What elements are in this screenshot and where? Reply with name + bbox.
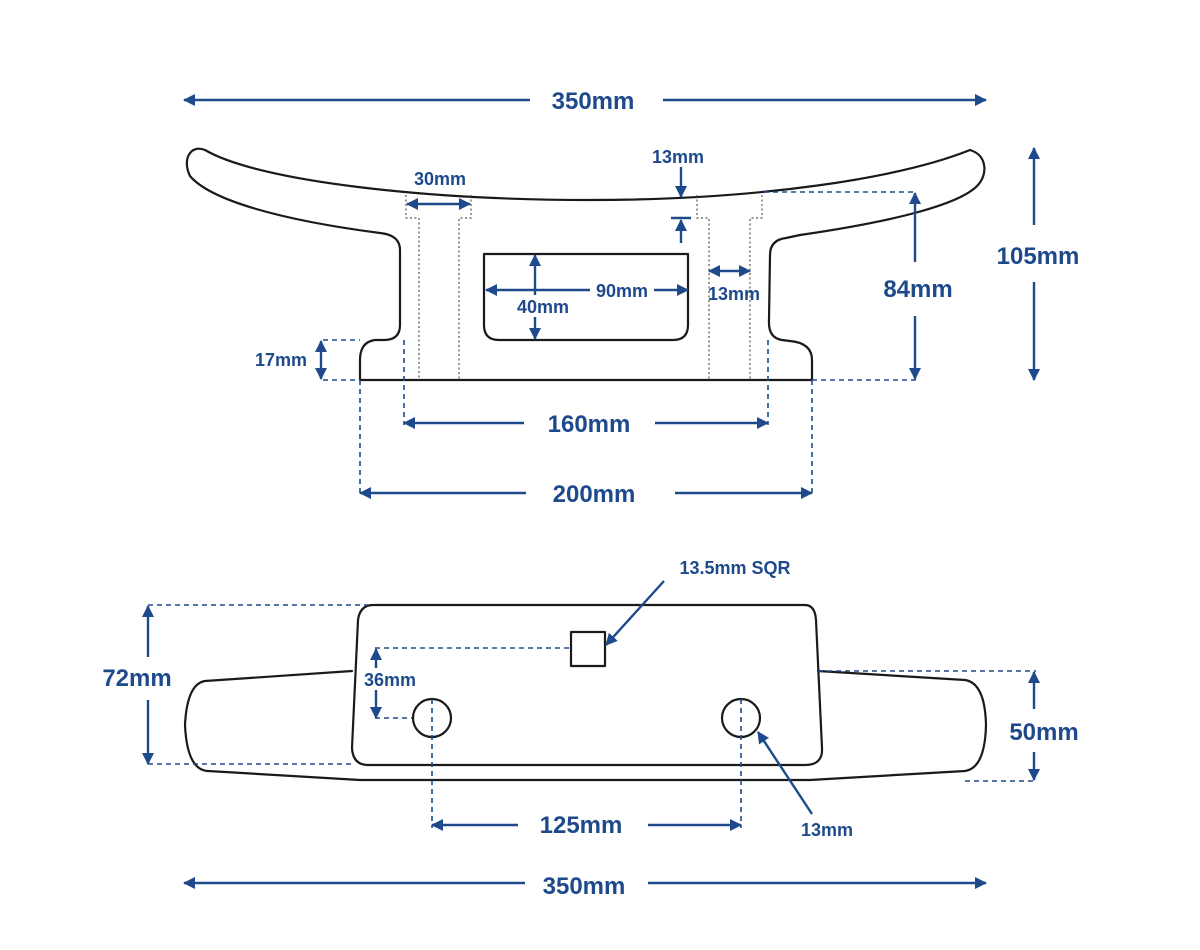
square-hole	[569, 630, 607, 668]
side-post-height-label: 84mm	[883, 276, 952, 303]
plan-hole-diameter-label: 13mm	[801, 820, 853, 840]
side-overall-length-label: 350mm	[552, 88, 635, 115]
side-post-spacing-label: 160mm	[548, 411, 631, 438]
side-view: 350mm 105mm 84mm 17mm 30mm 13mm 13mm 90m…	[183, 88, 1080, 508]
slot-outline	[482, 252, 690, 342]
square-hole-leader	[605, 580, 665, 646]
cleat-side-outline	[185, 147, 986, 382]
side-base-length-label: 200mm	[553, 481, 636, 508]
side-slot-height-label: 40mm	[517, 297, 569, 317]
side-post-top-inset-label: 13mm	[652, 147, 704, 167]
plan-square-hole-label: 13.5mm SQR	[679, 558, 790, 578]
base-plate-outline	[350, 603, 824, 767]
hole-diameter-leader	[756, 731, 814, 815]
side-post-width-label: 30mm	[414, 169, 466, 189]
side-post-wall-label: 13mm	[708, 284, 760, 304]
plan-view: 13.5mm SQR 36mm 72mm 50mm 125mm 13mm 350…	[102, 558, 1078, 900]
plan-extension-lines	[148, 604, 1036, 828]
hidden-bolt-holes	[405, 195, 763, 380]
plan-overall-length-label: 350mm	[543, 873, 626, 900]
side-overall-height-label: 105mm	[997, 243, 1080, 270]
plan-base-width-label: 72mm	[102, 665, 171, 692]
side-foot-height-label: 17mm	[255, 350, 307, 370]
side-extension-lines	[323, 191, 916, 495]
plan-hole-spacing-label: 125mm	[540, 812, 623, 839]
horn-outline	[183, 669, 988, 782]
plan-hole-offset-label: 36mm	[364, 670, 416, 690]
side-slot-width-label: 90mm	[596, 281, 648, 301]
plan-horn-width-label: 50mm	[1009, 719, 1078, 746]
